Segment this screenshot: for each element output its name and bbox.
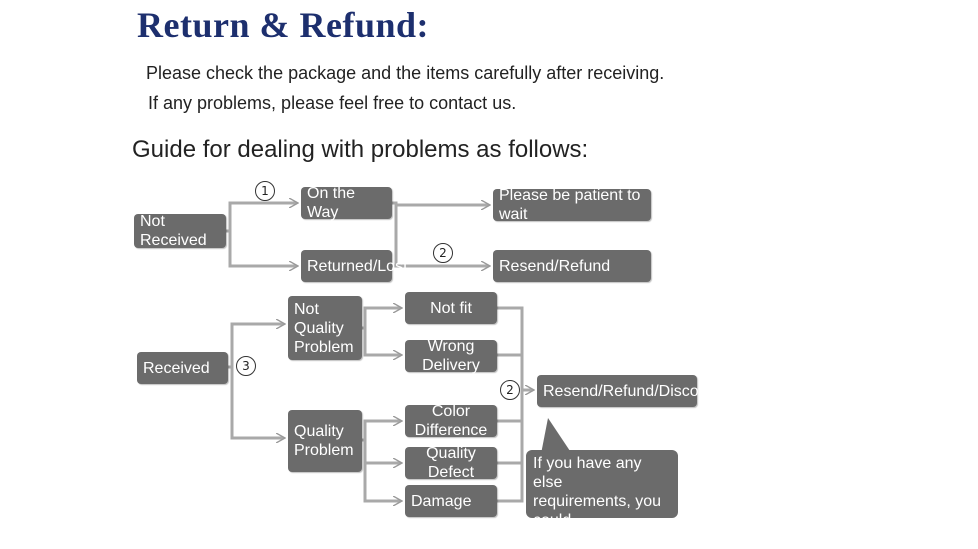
guide-heading: Guide for dealing with problems as follo… [132, 136, 589, 163]
node-not-received: Not Received [134, 213, 226, 249]
flow-connectors [226, 0, 572, 523]
node-wrong-delivery: Wrong Delivery [405, 338, 497, 374]
node-returned-lost: Returned/Lost [301, 250, 408, 282]
connector-received-quality [230, 367, 284, 438]
connector-quality-color [362, 421, 401, 442]
node-color-difference: Color Difference [405, 403, 497, 439]
step-marker-2-bottom: 2 [500, 380, 520, 400]
connector-notreceived-ontheway [226, 203, 297, 233]
intro-line-contact: If any problems, please feel free to con… [148, 93, 517, 113]
connector-ontheway-wait [392, 203, 489, 205]
else-requirements-bubble: If you have any else requirements, you c… [526, 450, 678, 548]
connector-notquality-wrong [363, 328, 401, 355]
page-title: Return & Refund: [137, 5, 429, 45]
node-on-the-way: On the Way [301, 185, 392, 221]
node-received: Received [137, 352, 228, 384]
connector-quality-damage [363, 463, 401, 501]
connector-notquality-notfit [362, 308, 401, 330]
step-marker-2-top: 2 [433, 243, 453, 263]
connector-collector [497, 306, 524, 503]
bubble-tail [541, 418, 572, 454]
intro-line-check: Please check the package and the items c… [146, 63, 665, 83]
connector-received-notquality [228, 324, 284, 369]
step-marker-1: 1 [255, 181, 275, 201]
connector-notreceived-returned [228, 231, 297, 266]
step-marker-3: 3 [236, 356, 256, 376]
node-not-quality-problem: Not Quality Problem [288, 296, 362, 360]
node-resend-refund-discount: Resend/Refund/Discount [537, 375, 721, 407]
node-damage: Damage [405, 485, 497, 517]
connector-quality-defect [363, 440, 401, 463]
node-quality-problem: Quality Problem [288, 410, 362, 472]
node-quality-defect: Quality Defect [405, 445, 497, 481]
node-please-wait: Please be patient to wait [493, 187, 651, 223]
node-not-fit: Not fit [405, 292, 497, 324]
node-resend-refund: Resend/Refund [493, 250, 651, 282]
